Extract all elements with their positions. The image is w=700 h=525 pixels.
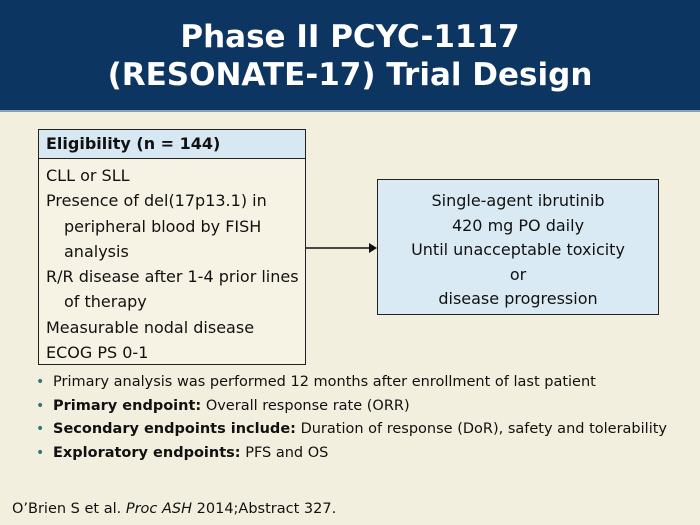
bullet-dot-icon: • [36,444,45,461]
eligibility-heading: Eligibility (n = 144) [39,130,305,159]
arrow-right-icon [306,243,377,253]
bullet-text: Overall response rate (ORR) [205,397,410,414]
citation: O’Brien S et al. Proc ASH 2014;Abstract … [12,501,336,517]
bullet-label: Exploratory endpoints: [53,444,241,461]
treatment-line: Until unacceptable toxicity [411,240,625,260]
treatment-line: disease progression [438,289,598,309]
eligibility-item: Measurable nodal disease [46,317,255,337]
eligibility-box: Eligibility (n = 144) CLL or SLL Presenc… [38,129,306,365]
bullet-item: • Primary analysis was performed 12 mont… [36,374,676,392]
endpoints-list: • Primary analysis was performed 12 mont… [36,374,676,468]
treatment-line: Single-agent ibrutinib [431,191,605,210]
eligibility-item: Presence of del(17p13.1) in peripheral b… [46,191,267,261]
bullet-item: • Secondary endpoints include: Duration … [36,421,676,439]
bullet-label: Primary endpoint: [53,397,202,414]
treatment-box: Single-agent ibrutinib 420 mg PO daily U… [377,179,659,315]
citation-journal: Proc ASH [125,501,193,517]
bullet-dot-icon: • [36,397,45,414]
eligibility-item: ECOG PS 0-1 [46,343,149,363]
bullet-label: Secondary endpoints include: [53,421,296,437]
slide-title-line2: (RESONATE-17) Trial Design [107,57,593,93]
treatment-line: or [509,264,527,284]
eligibility-list: CLL or SLL Presence of del(17p13.1) in p… [39,159,305,365]
bullet-text: Primary analysis was performed 12 months… [53,374,596,390]
citation-authors: O’Brien S et al. [12,501,122,517]
citation-details: 2014;Abstract 327. [196,501,337,517]
bullet-item: • Primary endpoint: Overall response rat… [36,398,676,416]
bullet-dot-icon: • [36,421,45,437]
bullet-dot-icon: • [36,374,45,390]
treatment-line: 420 mg PO daily [451,215,585,235]
slide-header: Phase II PCYC-1117 (RESONATE-17) Trial D… [0,0,700,112]
eligibility-item: R/R disease after 1-4 prior lines of the… [46,267,299,312]
bullet-text: Duration of response (DoR), safety and t… [300,421,667,437]
bullet-item: • Exploratory endpoints: PFS and OS [36,445,676,463]
slide-title-line1: Phase II PCYC-1117 [180,19,520,55]
eligibility-item: CLL or SLL [46,166,130,185]
bullet-text: PFS and OS [245,444,329,461]
